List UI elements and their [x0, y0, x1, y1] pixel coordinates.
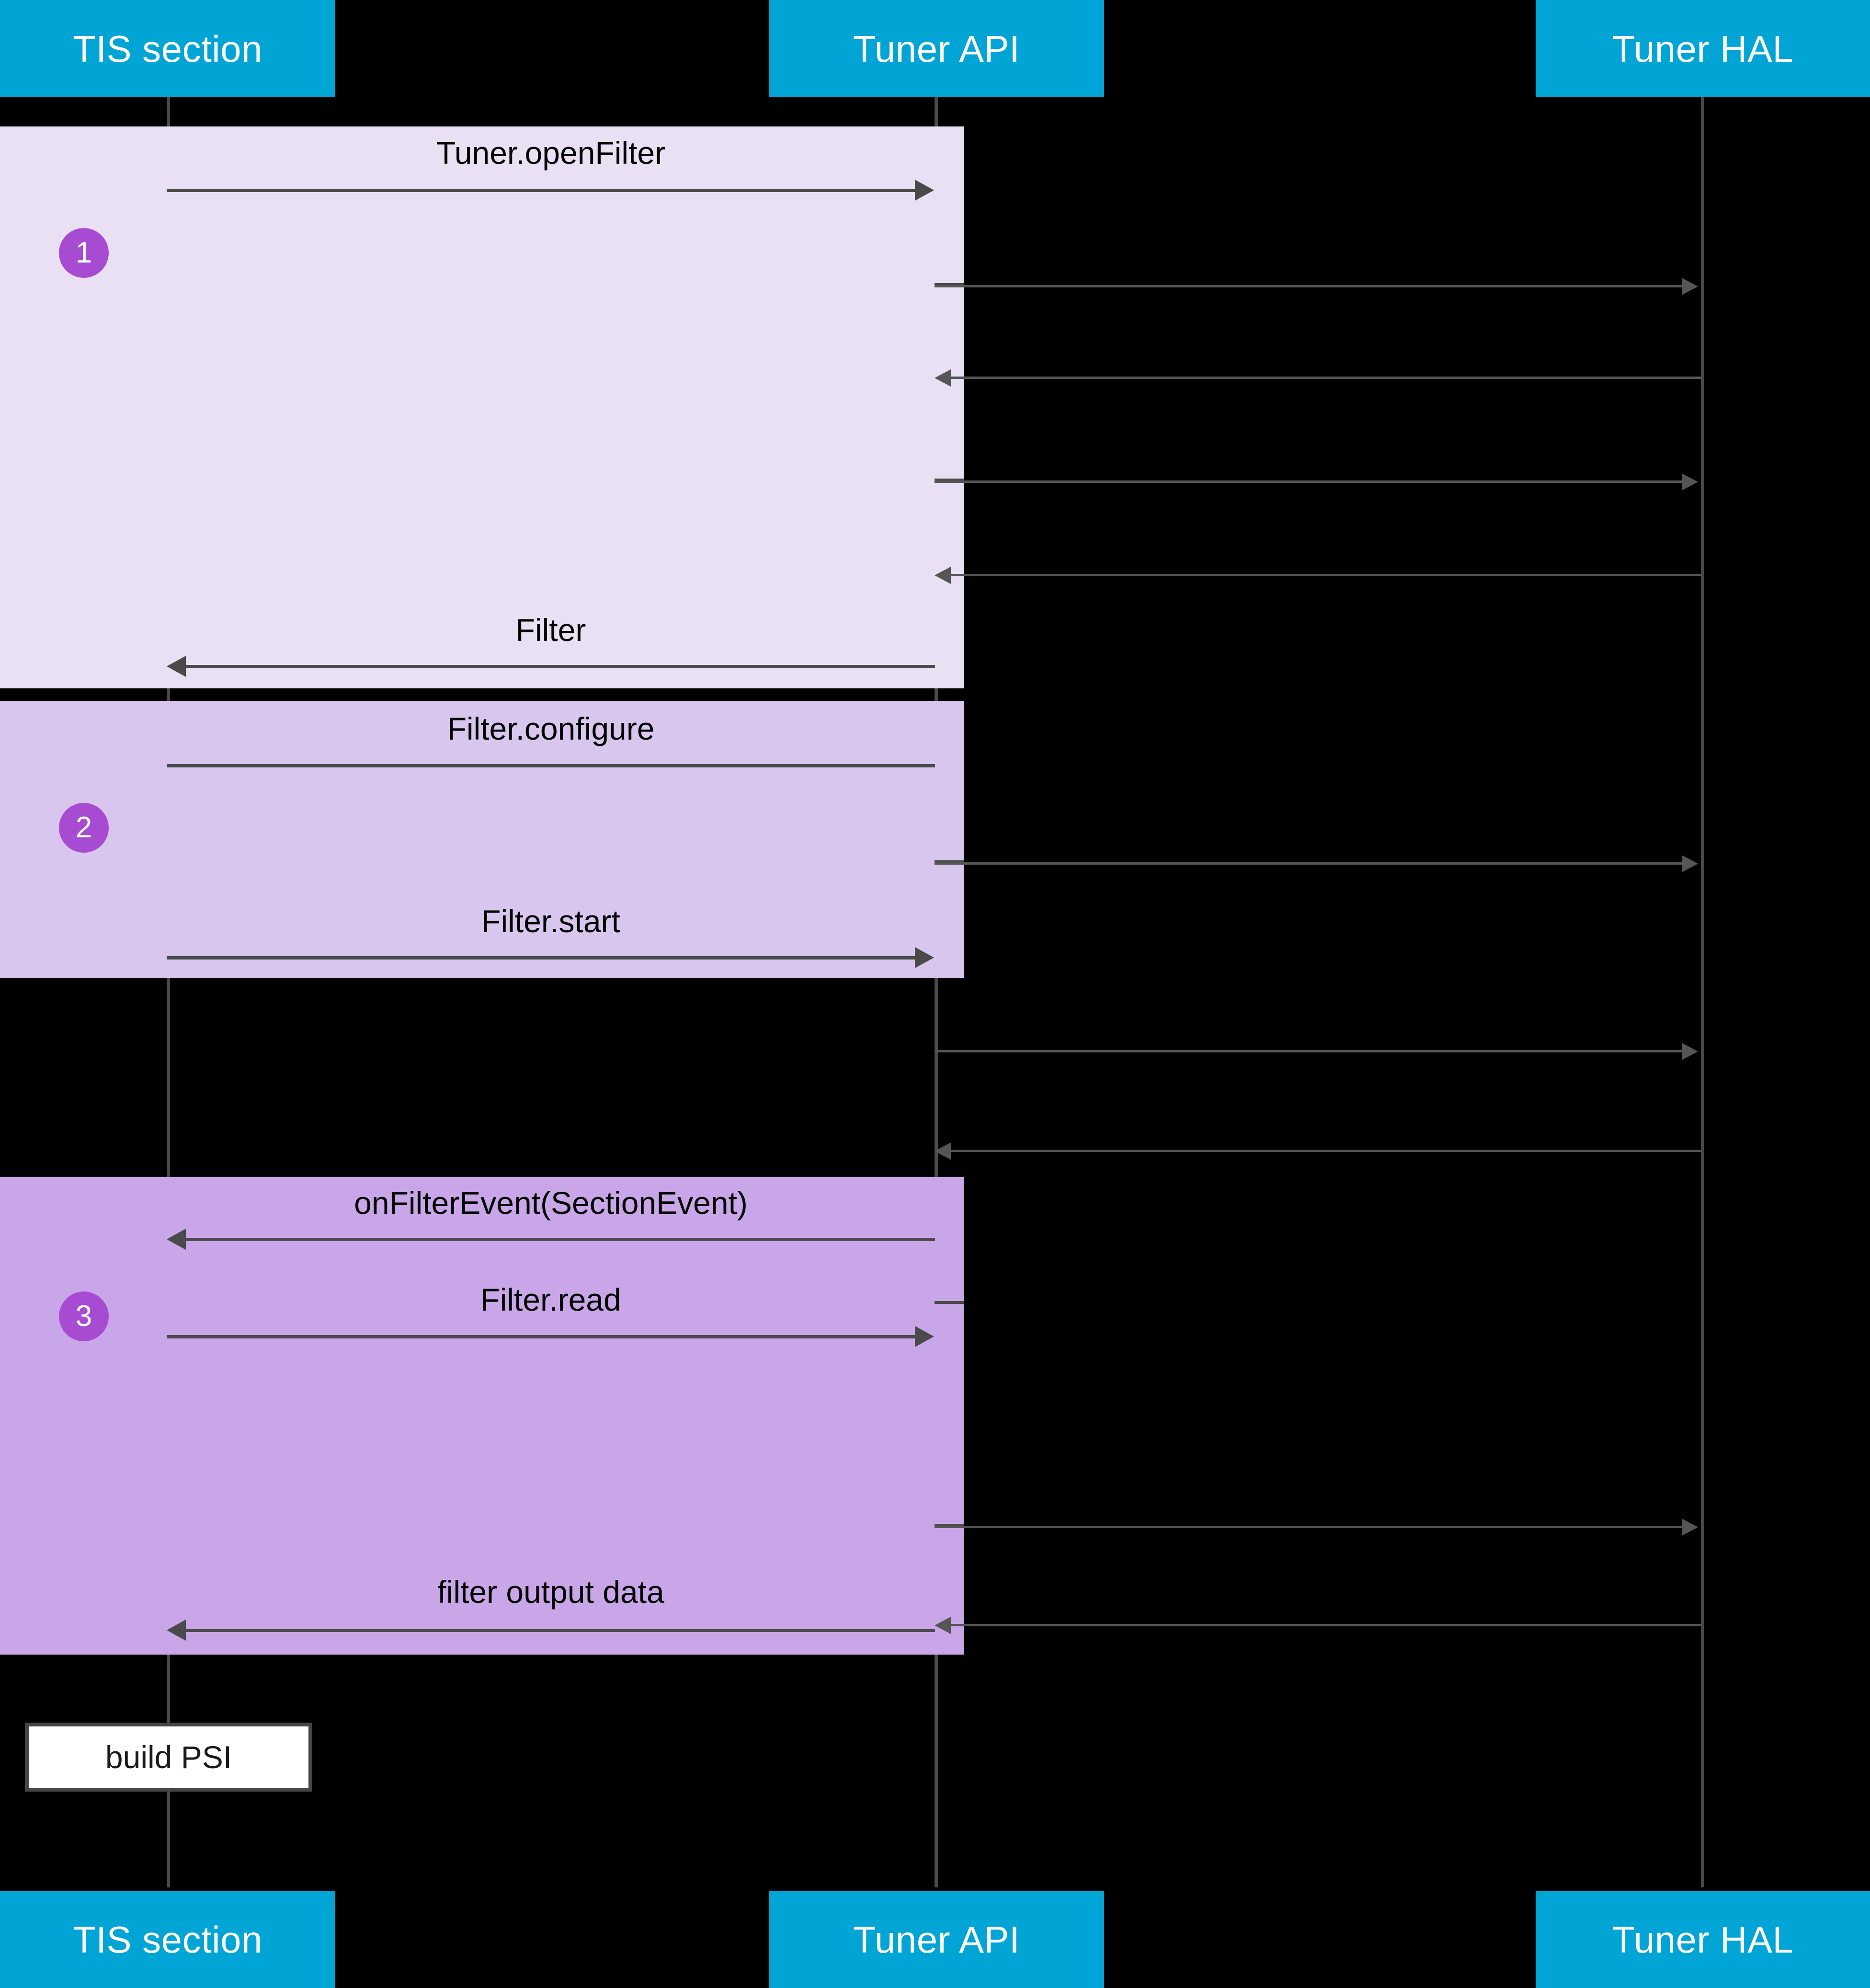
participant-footer-tuner-hal[interactable]: Tuner HAL	[1536, 1891, 1870, 1988]
message-label-filter-configure: Filter.configure	[167, 713, 935, 744]
step-badge-1: 1	[59, 228, 109, 278]
activation-tuner-api-3c	[935, 1527, 964, 1655]
participant-footer-tis-section[interactable]: TIS section	[0, 1891, 335, 1988]
message-line-api-to-hal-1	[935, 285, 1682, 287]
arrowhead-left-hal-to-api-4	[935, 1617, 951, 1634]
message-line-filter-output-data	[186, 1629, 935, 1632]
message-text: Filter.start	[481, 903, 620, 939]
arrowhead-left-filter-output-data	[167, 1620, 186, 1641]
fragment-step-3	[0, 1177, 964, 1655]
message-line-api-to-hal-2	[935, 480, 1682, 483]
message-label-filter-read: Filter.read	[167, 1284, 935, 1315]
note-build-psi[interactable]: build PSI	[25, 1723, 312, 1792]
message-line-api-to-hal-5	[935, 1526, 1682, 1528]
fragment-step-2	[0, 701, 964, 978]
participant-footer-tuner-api-label: Tuner API	[853, 1919, 1020, 1961]
arrowhead-right-api-to-hal-5	[1682, 1519, 1698, 1536]
step-badge-2: 2	[59, 803, 109, 853]
message-line-tuner-open-filter	[167, 189, 915, 192]
arrowhead-left-hal-to-api-3	[935, 1143, 951, 1160]
message-line-hal-to-api-4	[951, 1624, 1701, 1626]
arrowhead-right-tuner-open-filter	[915, 180, 934, 201]
activation-tuner-api-2b	[935, 863, 964, 978]
participant-header-tuner-api[interactable]: Tuner API	[769, 0, 1104, 97]
activation-tuner-api-3a	[935, 1177, 964, 1304]
message-text: Tuner.openFilter	[436, 135, 666, 171]
participant-header-tuner-api-label: Tuner API	[853, 27, 1020, 70]
lifeline-tuner-api	[935, 97, 938, 1887]
message-text: Filter	[515, 612, 586, 648]
message-line-filter-configure	[167, 764, 935, 767]
participant-footer-tis-section-label: TIS section	[73, 1919, 262, 1961]
arrowhead-right-api-to-hal-2	[1682, 473, 1698, 491]
arrowhead-right-api-to-hal-1	[1682, 278, 1698, 295]
step-badge-2-label: 2	[75, 811, 92, 844]
step-badge-3: 3	[59, 1291, 109, 1341]
arrowhead-left-hal-to-api-2	[935, 567, 951, 584]
participant-footer-tuner-hal-label: Tuner HAL	[1612, 1919, 1794, 1961]
participant-footer-tuner-api[interactable]: Tuner API	[769, 1891, 1104, 1988]
message-text: onFilterEvent(SectionEvent)	[354, 1185, 748, 1221]
arrowhead-right-filter-start	[915, 947, 934, 968]
activation-tuner-api-2a	[935, 701, 964, 863]
message-text: filter output data	[437, 1574, 664, 1610]
arrowhead-right-api-to-hal-3	[1682, 855, 1698, 872]
lifeline-tis-section	[167, 97, 170, 1887]
message-label-filter-start: Filter.start	[167, 905, 935, 937]
note-build-psi-label: build PSI	[105, 1739, 232, 1775]
message-line-hal-to-api-1	[951, 377, 1701, 379]
arrowhead-right-api-to-hal-4	[1682, 1043, 1698, 1060]
activation-tuner-api-1a	[935, 126, 964, 286]
participant-header-tuner-hal[interactable]: Tuner HAL	[1536, 0, 1870, 97]
message-text: Filter.configure	[447, 711, 655, 746]
step-badge-3-label: 3	[75, 1300, 92, 1333]
lifeline-tuner-hal	[1701, 97, 1704, 1887]
message-line-api-to-hal-4	[935, 1050, 1682, 1052]
arrowhead-left-hal-to-api-1	[935, 369, 951, 387]
activation-tuner-api-1c	[935, 481, 964, 688]
message-label-filter-return: Filter	[167, 614, 935, 646]
message-line-filter-return	[186, 665, 935, 668]
message-label-on-filter-event: onFilterEvent(SectionEvent)	[167, 1187, 935, 1219]
activation-tuner-api-3b	[935, 1304, 964, 1527]
message-line-hal-to-api-3	[951, 1150, 1701, 1152]
message-line-hal-to-api-2	[951, 574, 1701, 576]
arrowhead-right-filter-read	[915, 1326, 934, 1347]
participant-header-tis-section[interactable]: TIS section	[0, 0, 335, 97]
participant-header-tis-section-label: TIS section	[73, 27, 262, 70]
arrowhead-left-on-filter-event	[167, 1229, 186, 1250]
arrowhead-left-filter-return	[167, 656, 186, 677]
message-line-on-filter-event	[186, 1238, 935, 1241]
message-line-filter-read	[167, 1335, 915, 1338]
message-label-tuner-open-filter: Tuner.openFilter	[167, 137, 935, 169]
message-text: Filter.read	[480, 1282, 621, 1317]
message-line-filter-start	[167, 956, 915, 960]
message-label-filter-output-data: filter output data	[167, 1576, 935, 1608]
fragment-step-1	[0, 126, 964, 688]
message-line-api-to-hal-3	[935, 862, 1682, 865]
participant-header-tuner-hal-label: Tuner HAL	[1612, 27, 1794, 70]
step-badge-1-label: 1	[75, 236, 92, 269]
